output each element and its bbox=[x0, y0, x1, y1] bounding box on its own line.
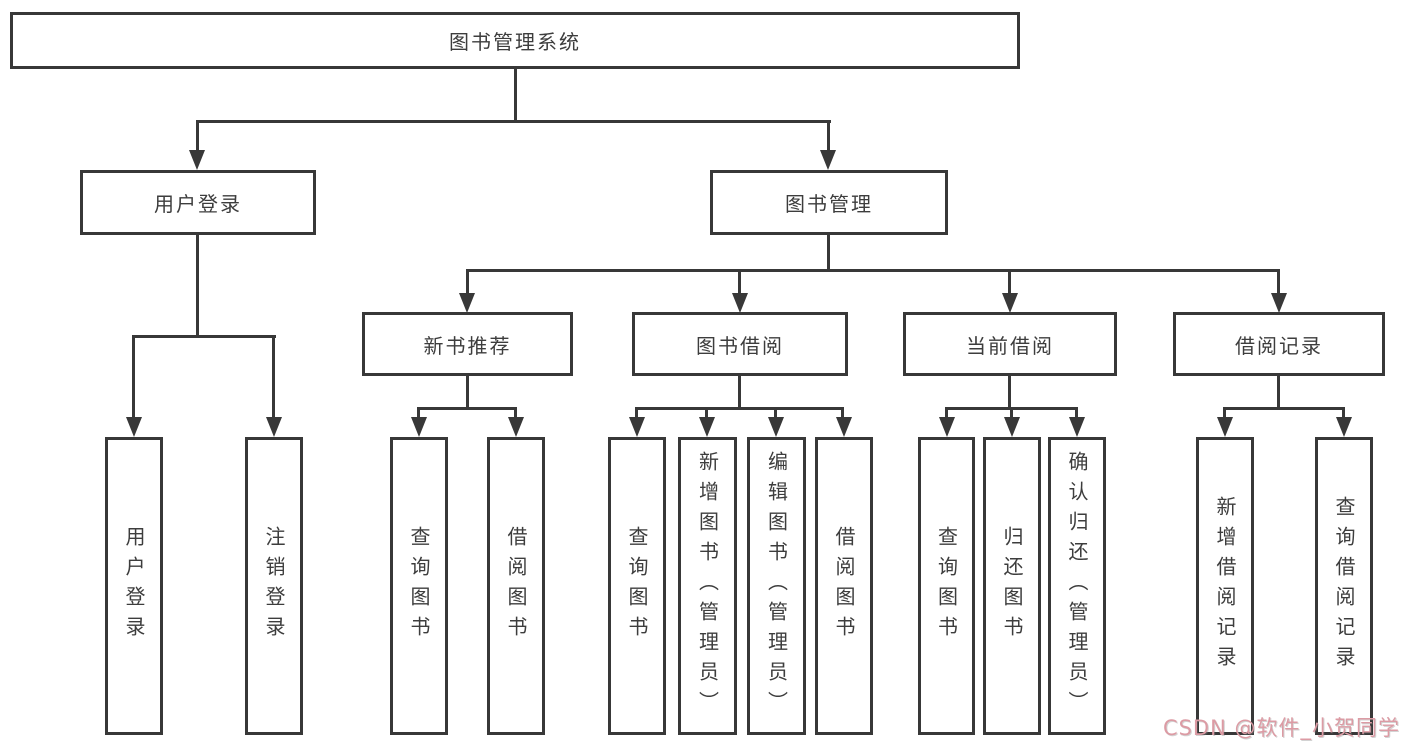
leaf-borrow-books: 借阅图书 bbox=[815, 437, 873, 735]
leaf-query-books-recommend: 查询图书 bbox=[390, 437, 448, 735]
connector-line bbox=[132, 335, 276, 338]
arrowhead-down-icon bbox=[1217, 417, 1233, 437]
leaf-query-borrow-record: 查询借阅记录 bbox=[1315, 437, 1373, 735]
leaf-label: 查询图书 bbox=[934, 526, 959, 646]
connector-line bbox=[738, 376, 741, 407]
node-label: 新书推荐 bbox=[423, 333, 512, 358]
leaf-label: 注销登录 bbox=[262, 526, 286, 646]
connector-line bbox=[1008, 269, 1011, 295]
node-label: 图书借阅 bbox=[696, 333, 784, 358]
leaf-query-books-current: 查询图书 bbox=[918, 437, 975, 735]
leaf-label: 确认归还（管理员） bbox=[1065, 451, 1089, 721]
connector-line bbox=[774, 407, 777, 421]
arrowhead-down-icon bbox=[836, 417, 852, 437]
leaf-add-books-admin: 新增图书（管理员） bbox=[678, 437, 737, 735]
node-book-management: 图书管理 bbox=[710, 170, 948, 235]
connector-line bbox=[466, 269, 1280, 272]
arrowhead-down-icon bbox=[508, 417, 524, 437]
leaf-label: 查询图书 bbox=[625, 526, 649, 646]
arrowhead-down-icon bbox=[629, 417, 645, 437]
arrowhead-down-icon bbox=[459, 293, 475, 313]
node-current-borrowing: 当前借阅 bbox=[903, 312, 1117, 376]
arrowhead-down-icon bbox=[1271, 293, 1287, 313]
arrowhead-down-icon bbox=[699, 417, 715, 437]
connector-line bbox=[635, 407, 844, 410]
connector-line bbox=[514, 69, 517, 120]
arrowhead-down-icon bbox=[820, 150, 836, 170]
connector-line bbox=[1223, 407, 1226, 421]
leaf-add-borrow-record: 新增借阅记录 bbox=[1196, 437, 1254, 735]
leaf-label: 编辑图书（管理员） bbox=[764, 451, 789, 721]
connector-line bbox=[514, 407, 517, 421]
leaf-edit-books-admin: 编辑图书（管理员） bbox=[747, 437, 806, 735]
connector-line bbox=[272, 335, 275, 419]
leaf-logout: 注销登录 bbox=[245, 437, 303, 735]
node-label: 图书管理系统 bbox=[449, 30, 581, 54]
arrowhead-down-icon bbox=[266, 417, 282, 437]
connector-line bbox=[466, 376, 469, 407]
node-user-login: 用户登录 bbox=[80, 170, 316, 235]
connector-line bbox=[196, 235, 199, 335]
connector-line bbox=[945, 407, 948, 421]
node-label: 图书管理 bbox=[785, 192, 873, 216]
connector-line bbox=[132, 335, 135, 419]
node-label: 用户登录 bbox=[154, 192, 242, 216]
arrowhead-down-icon bbox=[1004, 417, 1020, 437]
arrowhead-down-icon bbox=[1002, 293, 1018, 313]
arrowhead-down-icon bbox=[189, 150, 205, 170]
connector-line bbox=[196, 120, 831, 123]
leaf-label: 查询图书 bbox=[407, 526, 431, 646]
node-book-borrowing: 图书借阅 bbox=[632, 312, 848, 376]
connector-line bbox=[1075, 407, 1078, 421]
leaf-query-books-borrowing: 查询图书 bbox=[608, 437, 666, 735]
leaf-label: 新增图书（管理员） bbox=[695, 451, 720, 721]
connector-line bbox=[738, 269, 741, 295]
node-new-book-recommend: 新书推荐 bbox=[362, 312, 573, 376]
connector-line bbox=[635, 407, 638, 421]
connector-line bbox=[1008, 376, 1011, 407]
leaf-return-books: 归还图书 bbox=[983, 437, 1041, 735]
leaf-user-login: 用户登录 bbox=[105, 437, 163, 735]
arrowhead-down-icon bbox=[732, 293, 748, 313]
arrowhead-down-icon bbox=[1336, 417, 1352, 437]
leaf-label: 借阅图书 bbox=[832, 526, 856, 646]
leaf-label: 借阅图书 bbox=[504, 526, 528, 646]
leaf-label: 用户登录 bbox=[122, 526, 146, 646]
arrowhead-down-icon bbox=[1069, 417, 1085, 437]
connector-line bbox=[1342, 407, 1345, 421]
node-borrowing-records: 借阅记录 bbox=[1173, 312, 1385, 376]
connector-line bbox=[196, 120, 199, 152]
connector-line bbox=[417, 407, 517, 410]
connector-line bbox=[417, 407, 420, 421]
csdn-watermark: CSDN @软件_小贺同学 bbox=[1162, 716, 1400, 740]
arrowhead-down-icon bbox=[126, 417, 142, 437]
leaf-label: 归还图书 bbox=[1000, 526, 1024, 646]
node-library-system: 图书管理系统 bbox=[10, 12, 1020, 69]
connector-line bbox=[841, 407, 844, 421]
connector-line bbox=[705, 407, 708, 421]
connector-line bbox=[1010, 407, 1013, 421]
connector-line bbox=[1223, 407, 1344, 410]
connector-line bbox=[1277, 269, 1280, 295]
connector-line bbox=[827, 120, 830, 152]
connector-line bbox=[466, 269, 469, 295]
leaf-label: 新增借阅记录 bbox=[1213, 496, 1237, 676]
leaf-confirm-return-admin: 确认归还（管理员） bbox=[1048, 437, 1106, 735]
node-label: 当前借阅 bbox=[966, 333, 1054, 358]
arrowhead-down-icon bbox=[768, 417, 784, 437]
leaf-borrow-books-recommend: 借阅图书 bbox=[487, 437, 545, 735]
leaf-label: 查询借阅记录 bbox=[1332, 496, 1356, 676]
arrowhead-down-icon bbox=[411, 417, 427, 437]
connector-line bbox=[827, 235, 830, 271]
arrowhead-down-icon bbox=[939, 417, 955, 437]
connector-line bbox=[1277, 376, 1280, 407]
node-label: 借阅记录 bbox=[1235, 333, 1323, 358]
